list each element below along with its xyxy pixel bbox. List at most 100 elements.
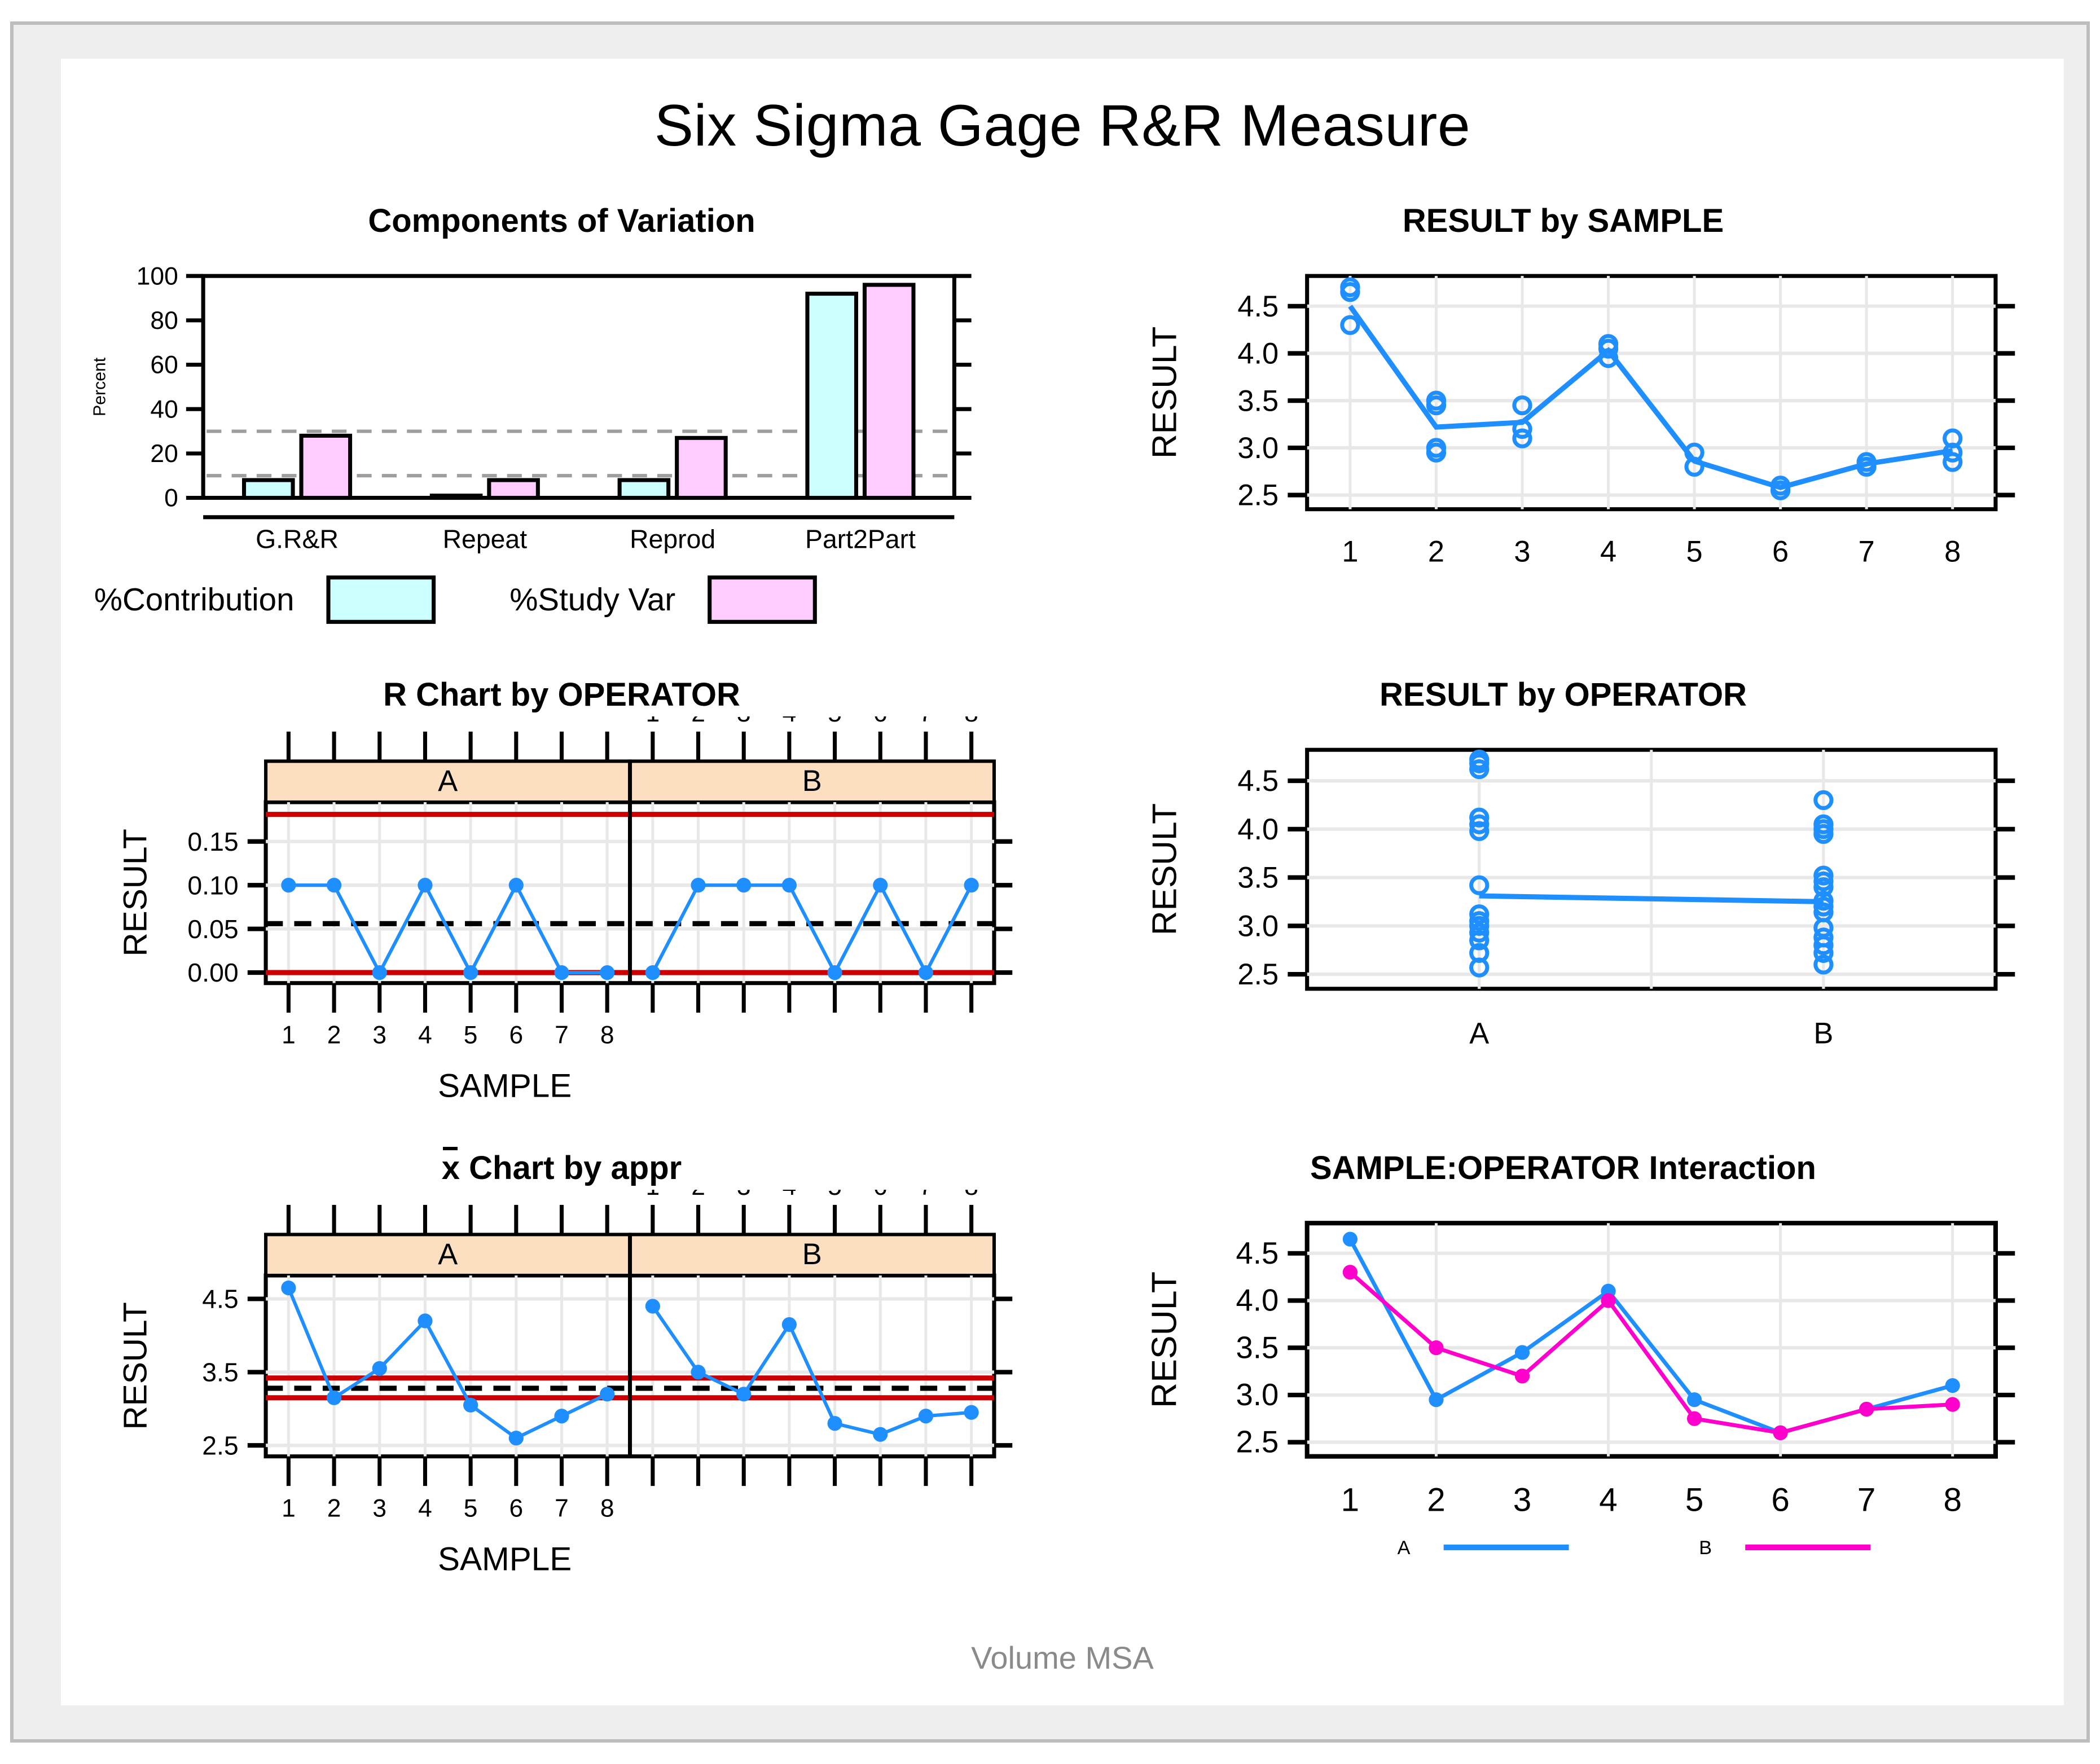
data-point (1469, 922, 1490, 943)
data-point (554, 965, 569, 980)
x-tick-label: 4 (1600, 535, 1616, 568)
x-tick-label: Reprod (630, 524, 715, 553)
data-point (508, 877, 524, 892)
x-tick-label: 4 (1599, 1482, 1618, 1519)
y-tick-label: 4.5 (202, 1284, 238, 1314)
x-tick-label: 8 (1943, 1482, 1962, 1519)
x-tick-label-top: 6 (873, 1190, 888, 1200)
x-tick-label-top: 2 (691, 716, 705, 727)
legend-swatch (326, 575, 436, 624)
x-tick-label: B (1813, 1017, 1833, 1050)
bar-studyvar (299, 433, 353, 500)
y-axis-label: RESULT (117, 829, 153, 956)
y-tick-label: 4.0 (1237, 813, 1279, 846)
data-point (1469, 807, 1490, 828)
series-line-b (1348, 1270, 1953, 1435)
x-tick-label-bottom: 7 (555, 1021, 569, 1049)
y-axis-label: RESULT (1145, 327, 1184, 459)
data-point (1943, 442, 1963, 463)
x-tick-label-top: 5 (828, 716, 842, 727)
y-axis-label: Percent (91, 357, 109, 416)
panel-title-interaction: SAMPLE:OPERATOR Interaction (1310, 1150, 1816, 1187)
strip-label: B (802, 764, 822, 797)
data-point (827, 1416, 842, 1431)
data-point (463, 965, 478, 980)
x-tick-label-top: 1 (646, 1190, 660, 1200)
data-point (1469, 957, 1490, 978)
data-point (326, 877, 342, 892)
mean-line (1479, 893, 1824, 904)
data-point (1601, 1293, 1616, 1308)
r-chart-plot: AB0.000.050.100.151122334455667788RESULT… (61, 716, 1062, 1136)
x-tick-label: 2 (1427, 1482, 1446, 1519)
x-tick-label-bottom: 7 (555, 1495, 569, 1523)
x-tick-label-top: 4 (783, 716, 797, 727)
data-point (1469, 759, 1490, 779)
data-point (508, 1431, 524, 1446)
data-point (645, 965, 660, 980)
x-tick-label-top: 4 (783, 1190, 797, 1200)
y-tick-label: 2.5 (1237, 480, 1279, 512)
data-point (827, 965, 842, 980)
data-point (1813, 877, 1834, 898)
data-point (1945, 1397, 1960, 1413)
data-point (281, 1281, 296, 1296)
data-point (1512, 428, 1532, 448)
x-tick-label-bottom: 4 (418, 1495, 432, 1523)
series-line-a (287, 1287, 608, 1441)
x-tick-label: 6 (1771, 1482, 1790, 1519)
report-canvas: Six Sigma Gage R&R Measure Components of… (61, 59, 2064, 1705)
data-point (1514, 1345, 1530, 1360)
x-tick-label-bottom: 8 (600, 1021, 614, 1049)
panel-title-r-chart: R Chart by OPERATOR (383, 676, 740, 713)
x-tick-label-bottom: 2 (327, 1495, 341, 1523)
data-point (1429, 1392, 1444, 1407)
data-point (600, 965, 615, 980)
data-point (1429, 1340, 1444, 1356)
data-point (1686, 1392, 1702, 1407)
legend-swatch (708, 575, 817, 624)
y-tick-label: 3.0 (1237, 910, 1279, 943)
x-tick-label-bottom: 4 (418, 1021, 432, 1049)
y-axis-label: RESULT (117, 1302, 153, 1429)
x-tick-label-top: 6 (873, 716, 888, 727)
data-point (372, 1361, 387, 1376)
x-tick-label: 6 (1772, 535, 1789, 568)
strip-label: A (438, 764, 458, 797)
data-point (554, 1409, 569, 1424)
data-point (873, 1427, 888, 1442)
panel-title-components: Components of Variation (368, 203, 755, 239)
data-point (1856, 456, 1877, 477)
y-tick-label: 2.5 (1236, 1425, 1279, 1459)
bar-studyvar (487, 478, 540, 500)
data-point (645, 1299, 660, 1314)
data-point (691, 877, 706, 892)
y-tick-label: 80 (150, 307, 178, 335)
x-tick-label: Repeat (443, 524, 528, 553)
data-point (1514, 1369, 1530, 1384)
plot-box (1304, 1221, 1998, 1459)
y-tick-label: 3.5 (1237, 385, 1279, 417)
strip-header-a (264, 1233, 632, 1278)
y-tick-label: 2.5 (1237, 958, 1279, 991)
data-point (736, 877, 752, 892)
y-tick-label: 3.5 (1237, 861, 1279, 894)
y-tick-label: 40 (150, 395, 178, 423)
panel-title-result-by-operator: RESULT by OPERATOR (1380, 676, 1747, 713)
data-point (1943, 452, 1963, 472)
x-tick-label-bottom: 8 (600, 1495, 614, 1523)
y-tick-label: 20 (150, 440, 178, 468)
y-tick-label: 0.15 (187, 826, 238, 856)
x-tick-label-bottom: 2 (327, 1021, 341, 1049)
data-point (1342, 1231, 1358, 1247)
data-point (1469, 875, 1490, 895)
data-point (1813, 954, 1834, 975)
legend-label: %Contribution (94, 582, 295, 617)
